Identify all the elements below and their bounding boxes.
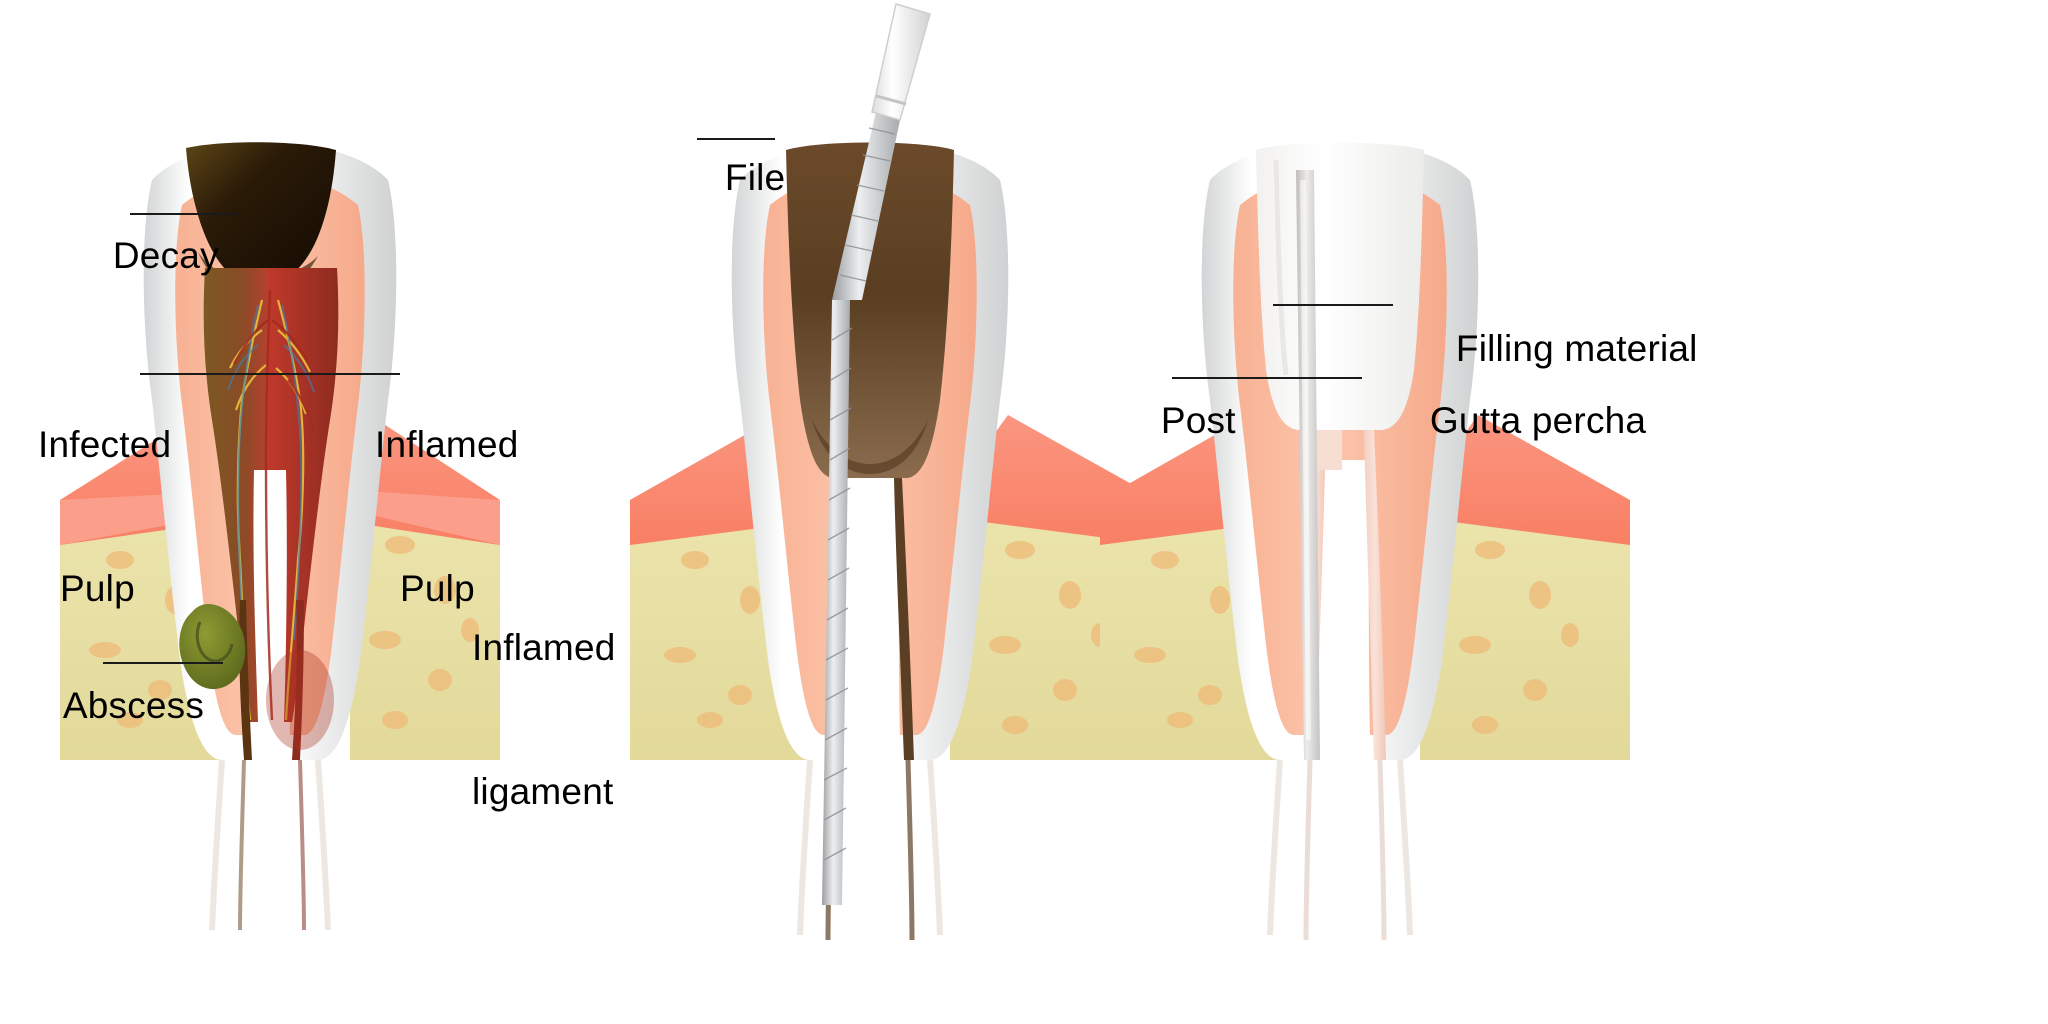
leader-file bbox=[697, 138, 775, 140]
root-tip-right bbox=[315, 759, 331, 931]
inflamed-ligament bbox=[266, 650, 334, 750]
leader-inflamed-pulp bbox=[300, 373, 400, 375]
label-gutta-percha: Gutta percha bbox=[1429, 400, 1647, 441]
label-infected-pulp: Infected Pulp bbox=[38, 424, 172, 609]
gp-tip-right bbox=[1377, 759, 1387, 941]
gum-right bbox=[1438, 415, 1630, 545]
gp-tip-left bbox=[1303, 759, 1313, 941]
file-handle-ring bbox=[875, 94, 907, 106]
abscess bbox=[179, 604, 246, 690]
leader-decay bbox=[130, 213, 240, 215]
canal-tip-right bbox=[905, 759, 915, 941]
root-tip-right bbox=[1397, 759, 1413, 936]
root-canal-right bbox=[292, 600, 304, 760]
infected-tooth-panel: Decay Infected Pulp Inflamed Pulp Inflam… bbox=[0, 0, 640, 1024]
label-file: File bbox=[724, 157, 786, 198]
label-decay: Decay bbox=[112, 235, 219, 276]
tooth-diagram-3 bbox=[1100, 142, 1630, 941]
infected-pulp bbox=[203, 268, 268, 722]
file-handle bbox=[871, 3, 931, 121]
post-highlight bbox=[1300, 180, 1311, 740]
file-flutes-upper bbox=[839, 127, 896, 282]
root-tip-left bbox=[797, 759, 813, 936]
file-flutes bbox=[823, 327, 853, 861]
label-inflamed-ligament: Inflamed ligament bbox=[472, 627, 616, 812]
canal-right bbox=[894, 478, 914, 760]
label-filling-material: Filling material bbox=[1455, 328, 1698, 369]
file-cleaning-panel: File bbox=[600, 0, 1300, 1024]
decay-cavity bbox=[186, 142, 336, 287]
access-cavity bbox=[786, 142, 954, 478]
canal-tip-right bbox=[298, 759, 306, 931]
leader-gutta-percha bbox=[1292, 377, 1362, 379]
leader-infected-pulp bbox=[140, 373, 310, 375]
leader-filling-material bbox=[1273, 304, 1393, 306]
vein-branches bbox=[227, 304, 315, 641]
filled-tooth-panel: Filling material Post Gutta percha bbox=[1080, 0, 2048, 1024]
artery-branches bbox=[232, 289, 316, 721]
abscess-detail bbox=[195, 621, 234, 663]
gutta-percha-right bbox=[1364, 430, 1386, 760]
endodontic-file bbox=[822, 3, 931, 905]
label-abscess: Abscess bbox=[62, 685, 205, 726]
root-tip-right bbox=[927, 759, 943, 936]
tooth-diagram-1 bbox=[60, 142, 500, 931]
leader-post bbox=[1172, 377, 1312, 379]
bone-right bbox=[1420, 490, 1630, 760]
file-shaft bbox=[822, 300, 850, 905]
gum-blend-right bbox=[350, 490, 500, 545]
label-post: Post bbox=[1160, 400, 1236, 441]
label-inflamed-pulp: Inflamed Pulp bbox=[375, 424, 519, 609]
filling-highlight bbox=[1273, 159, 1289, 376]
gutta-percha-chamber bbox=[1312, 430, 1342, 470]
root-tip-left bbox=[209, 759, 225, 931]
bone-right bbox=[350, 490, 500, 760]
canal-tip-left bbox=[238, 759, 246, 931]
leader-abscess bbox=[103, 662, 223, 664]
tooth-diagram-2 bbox=[630, 3, 1160, 941]
root-tip-left bbox=[1267, 759, 1283, 936]
